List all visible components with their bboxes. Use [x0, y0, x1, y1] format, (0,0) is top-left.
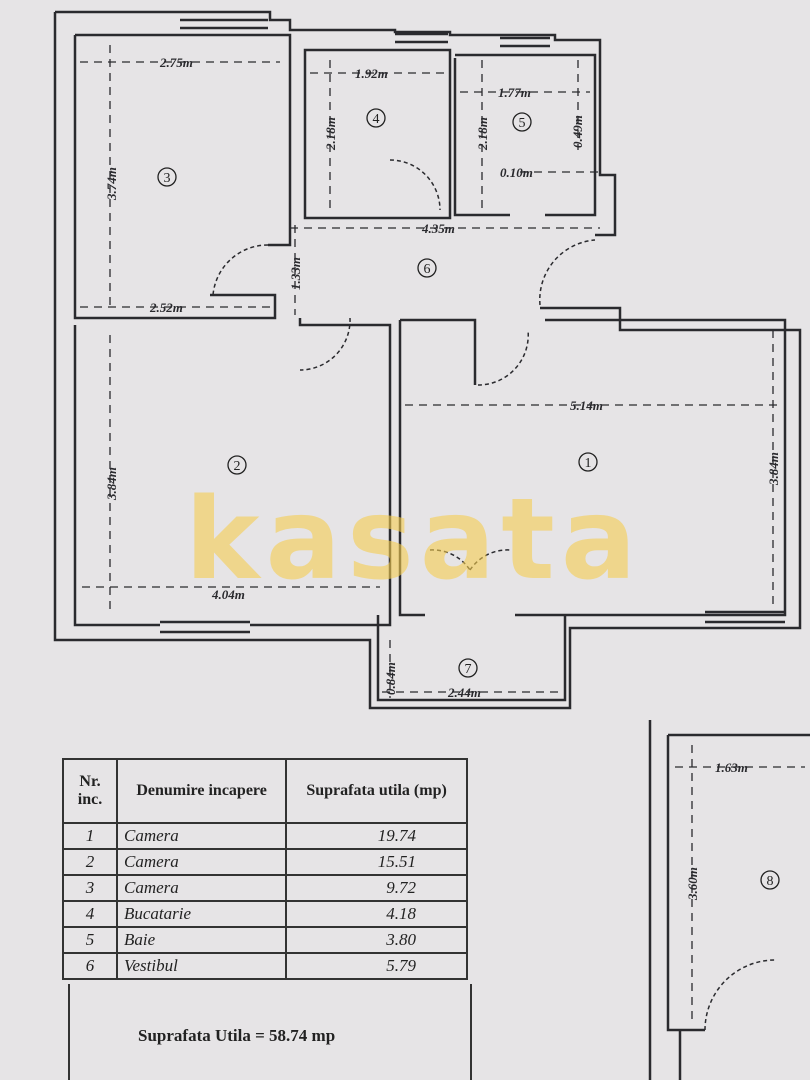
cell-name: Vestibul: [115, 952, 288, 980]
room-number-2: 2: [234, 459, 241, 474]
door-arc: [212, 159, 776, 1031]
dim-r6-width: 4.35m: [421, 221, 455, 236]
cell-nr: 6: [62, 952, 118, 980]
dim-r4-height: 2.18m: [323, 117, 338, 151]
room-area-table: Nr. inc. Denumire incapere Suprafata uti…: [62, 758, 468, 980]
header-area: Suprafata utila (mp): [285, 758, 468, 824]
dim-r4-width: 1.92m: [355, 66, 388, 81]
dim-r3-width-top: 2.75m: [159, 55, 193, 70]
room-number-3: 3: [164, 171, 171, 186]
room-number-8: 8: [767, 874, 774, 889]
cell-name: Bucatarie: [115, 900, 288, 928]
dim-r1-width: 5.14m: [570, 398, 603, 413]
total-area-box: Suprafata Utila = 58.74 mp: [68, 984, 472, 1080]
dim-r6-height: 1.33m: [288, 257, 303, 290]
cell-name: Camera: [115, 874, 288, 902]
room-number-6: 6: [424, 262, 431, 277]
dim-r5-width: 1.77m: [498, 85, 531, 100]
cell-name: Camera: [115, 822, 288, 850]
table-header: Nr. inc. Denumire incapere Suprafata uti…: [62, 758, 468, 824]
cell-name: Camera: [115, 848, 288, 876]
dim-r5-gap: 0.10m: [500, 165, 533, 180]
window: [160, 18, 785, 634]
watermark-logo: kasata: [185, 475, 643, 605]
room-number-7: 7: [465, 662, 472, 677]
cell-area: 19.74: [285, 822, 468, 850]
dim-r2-height: 3.84m: [104, 467, 119, 501]
dim-r1-height: 3.84m: [766, 452, 781, 486]
dim-r7-width: 2.44m: [447, 685, 481, 700]
cell-nr: 3: [62, 874, 118, 902]
cell-area: 9.72: [285, 874, 468, 902]
cell-area: 15.51: [285, 848, 468, 876]
dim-r2-width: 4.04m: [211, 587, 245, 602]
cell-area: 3.80: [285, 926, 468, 954]
cell-area: 4.18: [285, 900, 468, 928]
outer-wall: [53, 10, 802, 710]
dim-r8-height: 3.60m: [685, 867, 700, 901]
dim-r3-height: 3.74m: [104, 167, 119, 201]
cell-nr: 1: [62, 822, 118, 850]
room-7-walls: [376, 615, 567, 702]
room-5-walls: [453, 53, 597, 217]
total-area: Suprafata Utila = 58.74 mp: [138, 1026, 336, 1045]
cell-name: Baie: [115, 926, 288, 954]
dim-r7-height: 0.84m: [383, 662, 398, 695]
header-name: Denumire incapere: [115, 758, 288, 824]
cell-nr: 4: [62, 900, 118, 928]
header-nr: Nr. inc.: [62, 758, 118, 824]
room-number-1: 1: [585, 456, 592, 471]
room-number-4: 4: [373, 112, 380, 127]
cell-nr: 5: [62, 926, 118, 954]
dim-r3-width-bottom: 2.52m: [149, 300, 183, 315]
dim-r8-width: 1.63m: [715, 760, 748, 775]
room-8-walls: [648, 720, 810, 1080]
room-number-5: 5: [519, 116, 526, 131]
dim-r5-height: 2.18m: [475, 117, 490, 151]
inner-wall: [73, 33, 787, 627]
dim-r5-side: 0.49m: [570, 115, 585, 148]
room-4-walls: [303, 48, 452, 220]
cell-nr: 2: [62, 848, 118, 876]
cell-area: 5.79: [285, 952, 468, 980]
